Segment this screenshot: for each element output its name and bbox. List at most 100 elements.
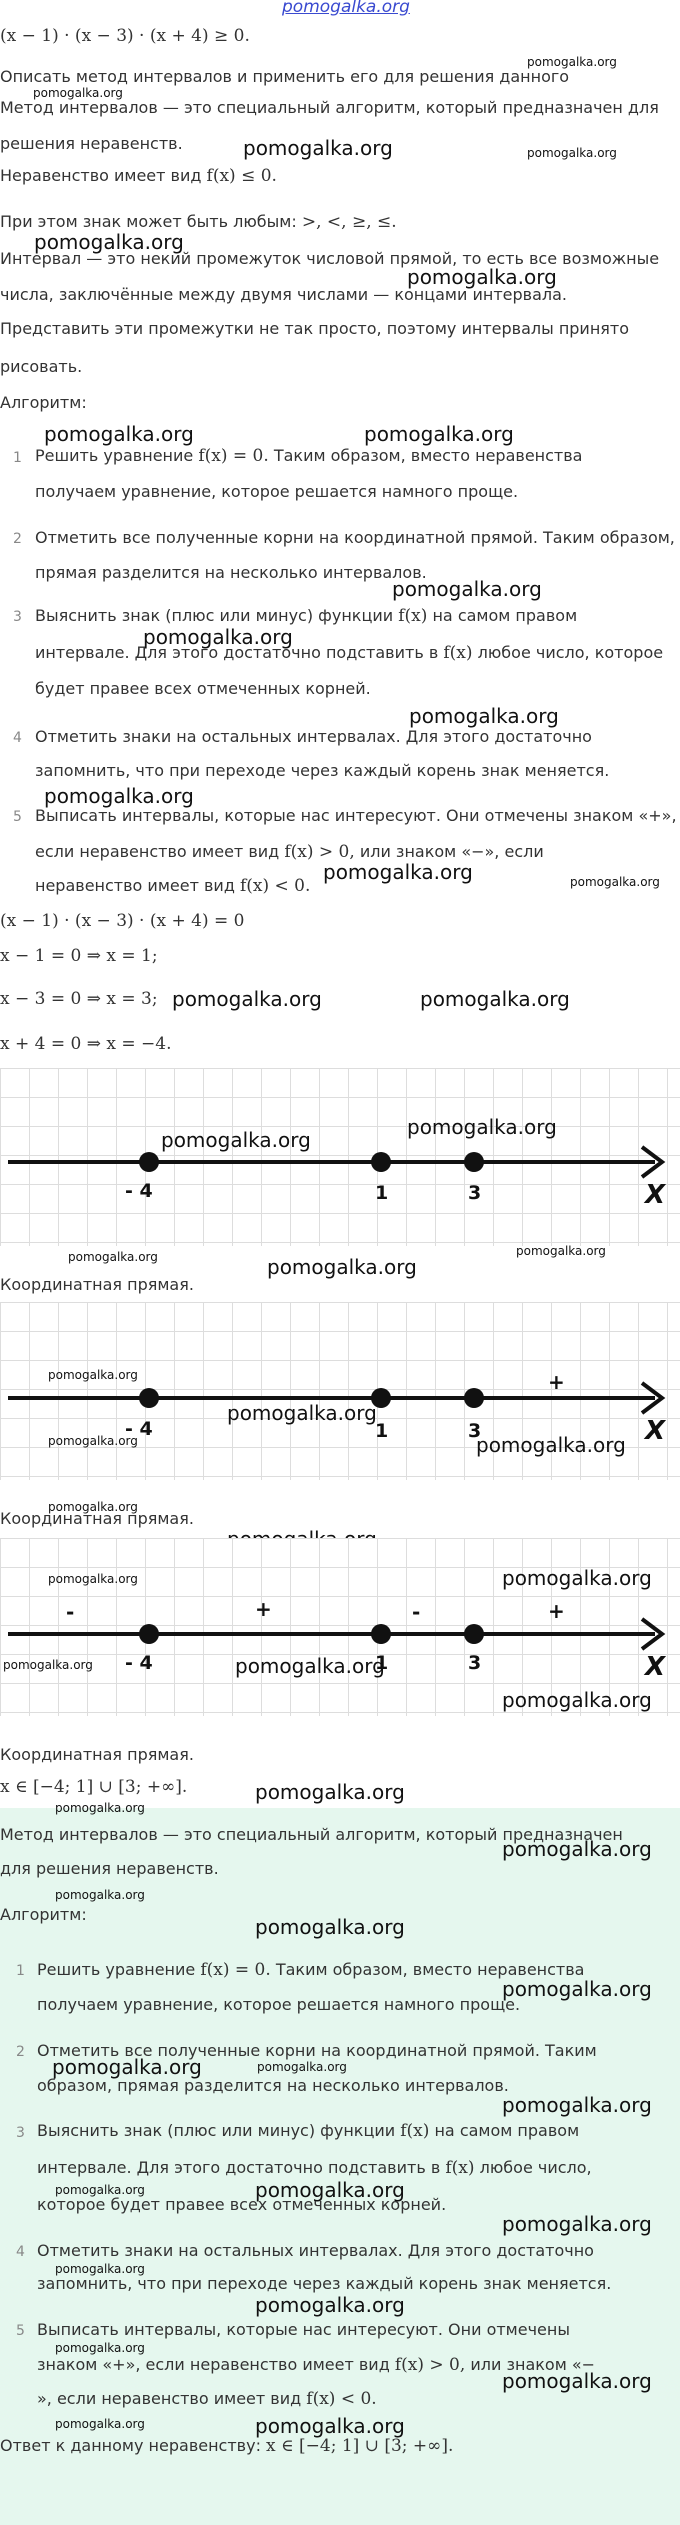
watermark: pomogalka.org xyxy=(570,875,660,889)
root-line: x − 1 = 0 ⇒ x = 1; xyxy=(0,946,158,966)
step-line: Отметить знаки на остальных интервалах. … xyxy=(35,727,592,746)
step-line: Выписать интервалы, которые нас интересу… xyxy=(35,806,677,825)
step-line: интервале. Для этого достаточно подстави… xyxy=(35,643,664,663)
watermark: pomogalka.org xyxy=(502,2212,652,2236)
watermark: pomogalka.org xyxy=(48,1500,138,1514)
point-marker xyxy=(371,1388,391,1408)
root-line: x − 3 = 0 ⇒ x = 3; xyxy=(0,989,158,1009)
watermark: pomogalka.org xyxy=(3,1658,93,1672)
step-line: Отметить все полученные корни на координ… xyxy=(35,528,675,547)
axis-label: X xyxy=(645,1180,666,1210)
watermark: pomogalka.org xyxy=(44,422,194,446)
watermark: pomogalka.org xyxy=(502,2093,652,2117)
watermark: pomogalka.org xyxy=(502,1977,652,2001)
point-marker xyxy=(371,1152,391,1172)
watermark: pomogalka.org xyxy=(255,2414,405,2438)
interval-line: Интервал — это некий промежуток числовой… xyxy=(0,249,660,268)
watermark: pomogalka.org xyxy=(257,2060,347,2074)
step-number: 1 xyxy=(13,450,22,466)
step-number: 5 xyxy=(13,809,22,825)
watermark: pomogalka.org xyxy=(407,1115,557,1139)
watermark: pomogalka.org xyxy=(255,2178,405,2202)
watermark: pomogalka.org xyxy=(527,146,617,160)
equation: (x − 1) · (x − 3) · (x + 4) = 0 xyxy=(0,911,245,931)
number-line-diagram: + - 4 1 3 X pomogalka.org pomogalka.org … xyxy=(0,1302,680,1480)
watermark: pomogalka.org xyxy=(243,136,393,160)
present-line: рисовать. xyxy=(0,357,83,376)
point-label: - 4 xyxy=(125,1652,153,1674)
step-number: 3 xyxy=(13,609,22,625)
number-line xyxy=(8,1381,666,1415)
interval-line: числа, заключённые между двумя числами —… xyxy=(0,285,568,304)
point-marker xyxy=(139,1388,159,1408)
sign-marker: - xyxy=(412,1600,421,1624)
step-line: интервале. Для этого достаточно подстави… xyxy=(37,2158,592,2178)
watermark: pomogalka.org xyxy=(502,1837,652,1861)
step-line: Отметить знаки на остальных интервалах. … xyxy=(37,2241,594,2260)
watermark: pomogalka.org xyxy=(34,230,184,254)
point-label: 3 xyxy=(468,1182,482,1204)
watermark: pomogalka.org xyxy=(282,0,410,17)
step-number: 2 xyxy=(13,531,22,547)
watermark: pomogalka.org xyxy=(527,55,617,69)
watermark: pomogalka.org xyxy=(323,860,473,884)
step-line: если неравенство имеет вид f(x) > 0, или… xyxy=(35,842,544,862)
number-line-diagram: - + - + - 4 1 3 X pomogalka.org pomogalk… xyxy=(0,1538,680,1716)
final-answer: Ответ к данному неравенству: x ∈ [−4; 1]… xyxy=(0,2436,454,2456)
watermark: pomogalka.org xyxy=(502,2369,652,2393)
present-line: Представить эти промежутки не так просто… xyxy=(0,319,630,338)
watermark: pomogalka.org xyxy=(502,1688,652,1712)
method-line: решения неравенств. xyxy=(0,134,183,153)
watermark: pomogalka.org xyxy=(392,577,542,601)
watermark: pomogalka.org xyxy=(55,2262,145,2276)
watermark: pomogalka.org xyxy=(420,987,570,1011)
step-line: получаем уравнение, которое решается нам… xyxy=(37,1995,521,2014)
watermark: pomogalka.org xyxy=(161,1128,311,1152)
watermark: pomogalka.org xyxy=(48,1368,138,1382)
point-marker xyxy=(464,1152,484,1172)
watermark: pomogalka.org xyxy=(255,1780,405,1804)
step-line: Решить уравнение f(x) = 0. Таким образом… xyxy=(37,1960,585,1980)
watermark: pomogalka.org xyxy=(55,1888,145,1902)
caption: Координатная прямая. xyxy=(0,1509,194,1528)
step-line: получаем уравнение, которое решается нам… xyxy=(35,482,519,501)
sign-line: При этом знак может быть любым: >, <, ≥,… xyxy=(0,212,397,232)
watermark: pomogalka.org xyxy=(55,2341,145,2355)
watermark: pomogalka.org xyxy=(44,784,194,808)
watermark: pomogalka.org xyxy=(516,1244,606,1258)
summary-method-line: Метод интервалов — это специальный алгор… xyxy=(0,1825,623,1844)
step-line: прямая разделится на несколько интервало… xyxy=(35,563,427,582)
watermark: pomogalka.org xyxy=(255,2293,405,2317)
root-line: x + 4 = 0 ⇒ x = −4. xyxy=(0,1034,172,1054)
step-line: », если неравенство имеет вид f(x) < 0. xyxy=(37,2389,377,2409)
watermark: pomogalka.org xyxy=(68,1250,158,1264)
watermark: pomogalka.org xyxy=(364,422,514,446)
step-number: 2 xyxy=(16,2044,25,2060)
step-number: 3 xyxy=(16,2125,25,2141)
inequality: (x − 1) · (x − 3) · (x + 4) ≥ 0. xyxy=(0,26,250,46)
step-line: Выписать интервалы, которые нас интересу… xyxy=(37,2320,570,2339)
watermark: pomogalka.org xyxy=(267,1255,417,1279)
point-marker xyxy=(464,1624,484,1644)
axis-label: X xyxy=(645,1416,666,1446)
summary-method-line: для решения неравенств. xyxy=(0,1859,219,1878)
watermark: pomogalka.org xyxy=(502,1566,652,1590)
sign-marker: - xyxy=(66,1600,75,1624)
step-number: 5 xyxy=(16,2323,25,2339)
point-marker xyxy=(371,1624,391,1644)
step-line: Выяснить знак (плюс или минус) функции f… xyxy=(37,2121,580,2141)
point-label: 1 xyxy=(375,1182,389,1204)
point-label: - 4 xyxy=(125,1180,153,1202)
watermark: pomogalka.org xyxy=(55,2183,145,2197)
number-line xyxy=(8,1617,666,1651)
task-text: Описать метод интервалов и применить его… xyxy=(0,67,570,86)
watermark: pomogalka.org xyxy=(55,2417,145,2431)
point-label: - 4 xyxy=(125,1418,153,1440)
sign-marker: + xyxy=(548,1599,565,1623)
watermark: pomogalka.org xyxy=(476,1433,626,1457)
summary-panel xyxy=(0,1808,680,2525)
sign-marker: + xyxy=(255,1597,272,1621)
point-label: 1 xyxy=(375,1420,389,1442)
caption: Координатная прямая. xyxy=(0,1745,194,1764)
step-line: знаком «+», если неравенство имеет вид f… xyxy=(37,2355,596,2375)
